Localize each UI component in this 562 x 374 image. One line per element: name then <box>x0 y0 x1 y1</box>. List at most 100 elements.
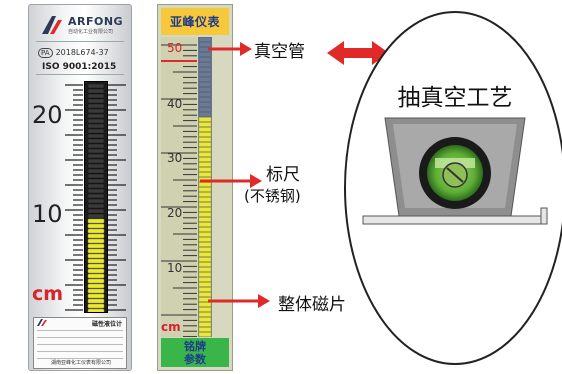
footer-label-line1: 铭牌 <box>184 339 206 353</box>
flap-segment <box>198 72 212 77</box>
nameplate-logo-icon <box>37 319 47 326</box>
flap-segment <box>198 82 212 87</box>
flap-segment <box>198 112 212 117</box>
flap-segment <box>198 147 212 152</box>
flap-segment <box>198 302 212 307</box>
flap-indicator <box>87 233 105 239</box>
brand-logo-icon <box>42 16 62 34</box>
flap-segment <box>198 282 212 287</box>
nameplate-row <box>37 330 123 331</box>
flap-indicator <box>87 263 105 269</box>
flap-segment <box>198 317 212 322</box>
flap-segment <box>198 322 212 327</box>
flap-segment <box>198 172 212 177</box>
annotation-arrows <box>200 41 389 308</box>
flap-segment <box>198 287 212 292</box>
nameplate-title: 磁性液位计 <box>91 321 122 328</box>
arrow-vacuum-tube <box>208 42 252 56</box>
flap-segment <box>198 102 212 107</box>
flap-segment <box>198 212 212 217</box>
flap-segment <box>198 277 212 282</box>
flap-segment <box>198 92 212 97</box>
nameplate-row <box>37 358 123 359</box>
flap-indicator <box>87 88 105 94</box>
flap-segment <box>198 252 212 257</box>
flap-segment <box>198 272 212 277</box>
flap-segment <box>198 122 212 127</box>
flap-indicator <box>87 158 105 164</box>
flap-segment <box>198 152 212 157</box>
flap-indicator <box>87 133 105 139</box>
flap-segment <box>198 307 212 312</box>
flap-indicator <box>87 293 105 299</box>
flap-segment <box>198 37 212 42</box>
flap-segment <box>198 77 212 82</box>
vacuum-process-detail: 抽真空工艺 <box>344 11 562 365</box>
flap-indicator <box>87 128 105 134</box>
flap-segment <box>198 262 212 267</box>
divider <box>36 41 124 42</box>
flap-segment <box>198 207 212 212</box>
flap-segment <box>198 202 212 207</box>
nameplate: 磁性液位计 湖南亚峰化工仪表有限公司 <box>33 317 127 369</box>
flap-indicator <box>87 308 105 314</box>
flap-indicator <box>87 198 105 204</box>
label-magnet: 整体磁片 <box>278 295 346 315</box>
ruler-level-gauge: 亚峰仪表 50 40 30 20 10 cm 铭牌 参数 <box>157 4 233 371</box>
flap-indicator <box>87 303 105 309</box>
flap-indicator <box>87 183 105 189</box>
flap-segment <box>198 97 212 102</box>
scale-ticks-left <box>65 84 83 311</box>
flap-indicator <box>87 108 105 114</box>
flap-segment <box>198 227 212 232</box>
flap-indicator <box>87 163 105 169</box>
flap-indicator <box>87 238 105 244</box>
arrow-ruler <box>200 174 262 188</box>
flap-indicator <box>87 268 105 274</box>
flap-segment <box>198 197 212 202</box>
double-arrow-icon <box>327 41 389 65</box>
gauge-header: 亚峰仪表 <box>161 8 229 35</box>
arrow-magnet <box>208 294 270 308</box>
flap-segment <box>198 167 212 172</box>
pa-badge: PA <box>38 48 53 58</box>
flap-indicator <box>87 203 105 209</box>
flap-indicator <box>87 258 105 264</box>
flap-segment <box>198 247 212 252</box>
flap-indicator <box>87 83 105 89</box>
scale-label-20: 20 <box>32 101 63 129</box>
flap-segment <box>198 52 212 57</box>
flap-segment <box>198 192 212 197</box>
divider <box>36 74 124 75</box>
flap-indicator <box>87 248 105 254</box>
magnet-float-icon <box>442 162 468 188</box>
flap-strip-segments <box>198 37 212 337</box>
nameplate-row <box>37 351 123 352</box>
pa-number: 2018L674-37 <box>55 48 109 57</box>
flap-indicator <box>87 168 105 174</box>
flap-segment <box>198 312 212 317</box>
flap-segment <box>198 157 212 162</box>
flap-indicators <box>87 83 105 314</box>
flap-indicator <box>87 278 105 284</box>
unit-label: cm <box>32 283 64 305</box>
plate-tab <box>540 207 548 225</box>
flap-indicator <box>87 273 105 279</box>
scale-label-20: 20 <box>167 206 183 220</box>
flap-segment <box>198 292 212 297</box>
brand-name: ARFONG <box>68 15 124 28</box>
flap-indicator <box>87 283 105 289</box>
ruler-ticks <box>161 44 197 338</box>
scale-label-50: 50 <box>167 41 183 55</box>
footer-label-line2: 参数 <box>184 352 206 366</box>
flap-strip <box>198 37 212 337</box>
flap-segment <box>198 332 212 337</box>
label-ruler: 标尺 <box>266 165 300 185</box>
brand-header: ARFONG 自动化工业有限公司 <box>28 12 132 38</box>
flap-segment <box>198 62 212 67</box>
flap-indicator <box>87 218 105 224</box>
flap-segment <box>198 242 212 247</box>
flap-column <box>84 81 108 314</box>
